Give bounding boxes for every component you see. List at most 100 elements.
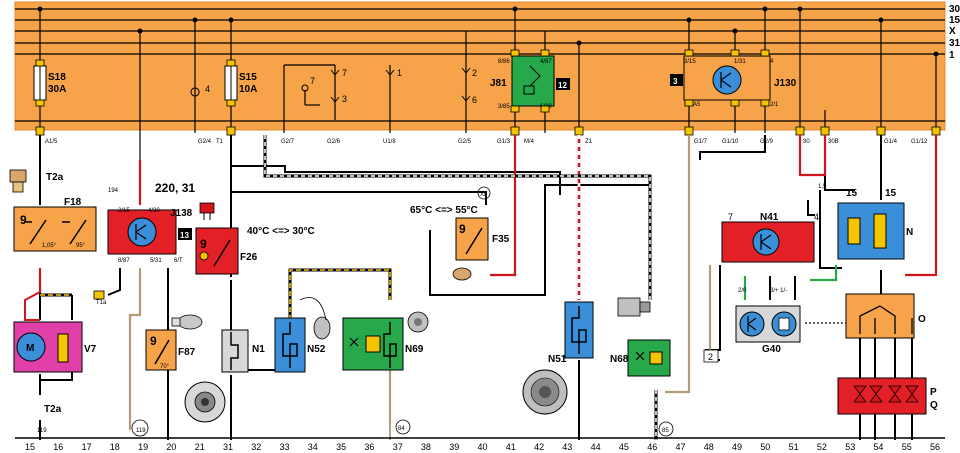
element-n1: N1	[221, 329, 265, 373]
svg-text:7: 7	[728, 212, 733, 222]
connector-t2a-bot: T2a	[44, 404, 62, 415]
bus-label-1: 1	[949, 50, 955, 61]
svg-text:30A: 30A	[48, 84, 66, 95]
track-number: 51	[789, 442, 799, 452]
blower-fan-icon	[184, 381, 226, 423]
relay-j130: 3 3/15 1/31 4 5 SA5 6 2/1 J130	[670, 55, 797, 108]
ref-box-2	[703, 349, 719, 363]
bus-label-30: 30	[949, 4, 960, 15]
svg-text:13: 13	[180, 231, 189, 240]
switch-o: O	[805, 293, 926, 339]
yellow-black-wires	[40, 268, 392, 320]
track-number: 38	[421, 442, 431, 452]
control-unit-n41: N41 7 4	[721, 212, 819, 263]
svg-text:M/4: M/4	[524, 139, 535, 145]
svg-text:3: 3	[673, 77, 678, 86]
valve-n68: N68	[610, 339, 671, 377]
svg-text:G2/7: G2/7	[281, 139, 295, 145]
svg-text:1/31: 1/31	[734, 59, 746, 65]
ref-85: 85	[662, 428, 669, 434]
svg-text:3/+ 1/-: 3/+ 1/-	[770, 288, 787, 294]
svg-text:3/15: 3/15	[684, 59, 696, 65]
svg-text:2/1: 2/1	[770, 102, 779, 108]
svg-text:Z1: Z1	[585, 139, 593, 145]
track-number: 53	[845, 442, 855, 452]
glow-plug-icon	[522, 369, 568, 415]
svg-text:Q: Q	[930, 400, 938, 411]
track-number: 39	[449, 442, 459, 452]
svg-text:S15: S15	[239, 72, 257, 83]
svg-text:G2/9: G2/9	[760, 139, 774, 145]
svg-text:P: P	[930, 387, 937, 398]
fan-motor-m: M V7	[13, 321, 97, 373]
svg-text:30: 30	[803, 139, 810, 145]
svg-text:V7: V7	[84, 344, 97, 355]
panel-pin-2: 2	[472, 68, 477, 78]
black-white-wires	[230, 135, 658, 440]
track-number: 37	[393, 442, 403, 452]
panel-pin-7b: 7	[342, 68, 347, 78]
valve-n52: N52	[274, 317, 326, 373]
track-number: 41	[506, 442, 516, 452]
svg-text:G1/4: G1/4	[884, 139, 898, 145]
panel-pin-1: 1	[397, 68, 402, 78]
svg-text:F18: F18	[64, 197, 82, 208]
valve-n69: N69	[342, 317, 424, 371]
svg-text:70°: 70°	[160, 364, 170, 370]
svg-text:9: 9	[20, 213, 27, 227]
thermo-switch-f35: 9 F35	[455, 217, 510, 261]
connector-t2a-top: T2a	[46, 172, 64, 183]
svg-text:J130: J130	[774, 78, 797, 89]
track-number: 20	[166, 442, 176, 452]
track-number: 16	[53, 442, 63, 452]
svg-text:3/85: 3/85	[498, 104, 510, 110]
svg-text:G1/10: G1/10	[722, 139, 739, 145]
wire-size-13: 1,5	[818, 184, 827, 190]
track-number: 56	[930, 442, 940, 452]
svg-text:N51: N51	[548, 354, 567, 365]
green-wires	[743, 265, 838, 300]
pin-15-n41: 15	[846, 188, 858, 199]
svg-text:N1: N1	[252, 344, 265, 355]
track-number: 50	[760, 442, 770, 452]
panel-pin-4: 4	[205, 84, 210, 94]
svg-text:U1/8: U1/8	[383, 139, 396, 145]
svg-text:8/86: 8/86	[498, 59, 510, 65]
valve-n68-icon	[617, 297, 651, 317]
pin-15-n: 15	[885, 188, 897, 199]
svg-text:F35: F35	[492, 234, 510, 245]
svg-text:F87: F87	[178, 347, 196, 358]
svg-text:G1/12: G1/12	[911, 139, 928, 145]
svg-text:T1: T1	[216, 139, 224, 145]
svg-text:4/30: 4/30	[148, 208, 160, 214]
panel-pin-6: 6	[472, 95, 477, 105]
connector-t1a-box	[93, 290, 105, 300]
svg-text:194: 194	[108, 188, 119, 194]
svg-text:F26: F26	[240, 252, 258, 263]
track-number: 47	[675, 442, 685, 452]
svg-text:5/31: 5/31	[150, 258, 162, 264]
svg-text:O: O	[918, 314, 926, 325]
track-number: 33	[279, 442, 289, 452]
heater-elements-pq: P Q	[837, 377, 938, 415]
panel-pin-7: 7	[310, 76, 315, 86]
ref-119a: 119	[37, 428, 47, 434]
svg-text:30B: 30B	[828, 139, 839, 145]
svg-text:J81: J81	[490, 78, 507, 89]
svg-text:G40: G40	[762, 344, 781, 355]
svg-text:G2/4: G2/4	[198, 139, 212, 145]
track-number: 49	[732, 442, 742, 452]
track-number: 54	[873, 442, 883, 452]
track-number: 31	[223, 442, 233, 452]
bus-label-31: 31	[949, 38, 960, 49]
red-wires	[38, 135, 938, 292]
relay-j138: 13 194 2/15 4/30 8/87 5/31 6/T J138 220,…	[107, 181, 195, 264]
valve-n52-icon	[299, 297, 331, 340]
plug-icon	[199, 202, 215, 220]
ref-xi: XI	[480, 192, 486, 198]
track-number: 19	[138, 442, 148, 452]
svg-text:9: 9	[200, 237, 207, 251]
svg-text:N: N	[906, 227, 913, 238]
thermo-switch-f87: 9 70° F87	[145, 329, 196, 371]
